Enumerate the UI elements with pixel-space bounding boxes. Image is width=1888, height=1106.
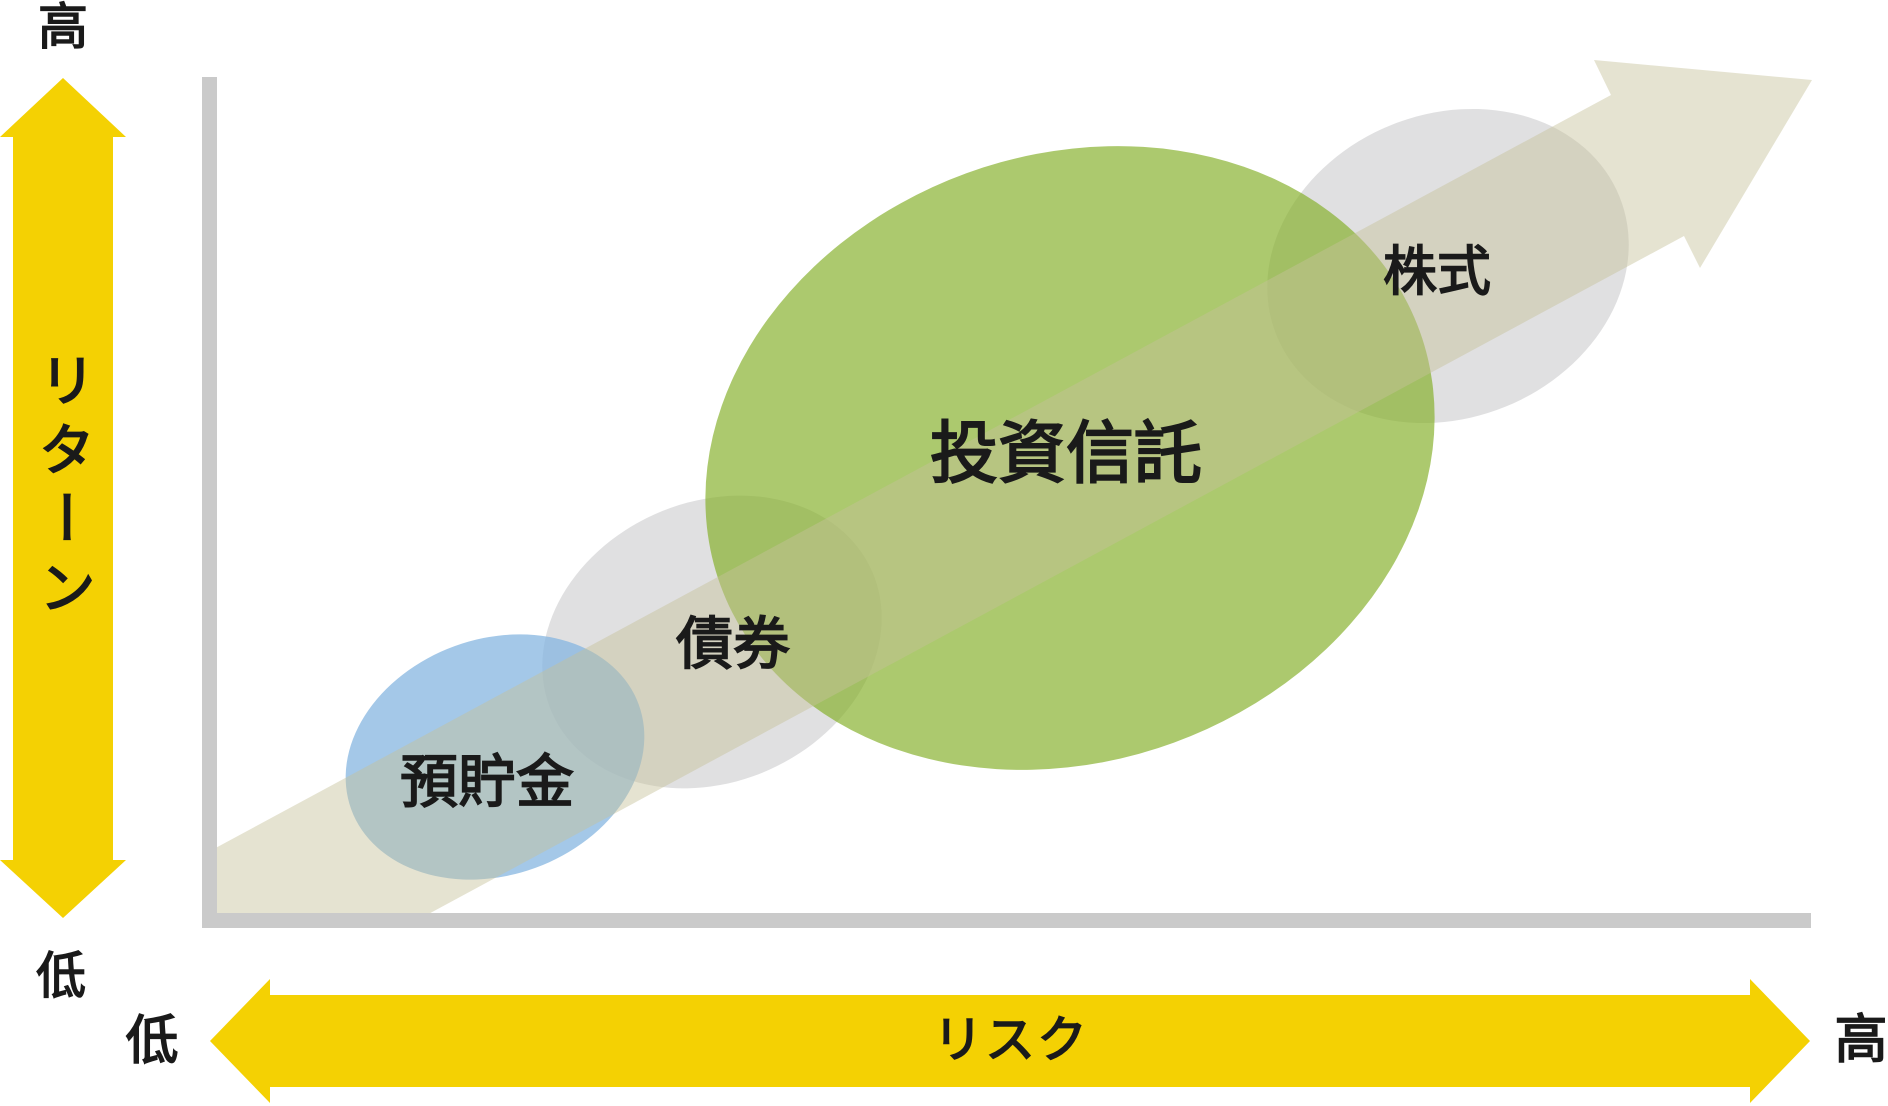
fund-ellipse bbox=[705, 146, 1435, 770]
x-axis-high-label: 高 bbox=[1834, 1009, 1888, 1071]
x-axis-title: リスク bbox=[933, 1011, 1089, 1069]
bond-label: 債券 bbox=[676, 611, 790, 678]
trend-arrow bbox=[210, 60, 1812, 913]
y-axis-high-label: 高 bbox=[38, 0, 88, 56]
deposit-label: 預貯金 bbox=[399, 748, 575, 816]
y-axis-line bbox=[202, 77, 217, 928]
x-axis-line bbox=[202, 913, 1811, 928]
fund-label: 投資信託 bbox=[929, 415, 1203, 494]
y-axis-title: リターン bbox=[29, 351, 96, 627]
stock-label: 株式 bbox=[1383, 240, 1491, 303]
risk-axis-arrow bbox=[210, 979, 1810, 1103]
deposit-ellipse bbox=[345, 634, 645, 880]
return-axis-arrow bbox=[0, 78, 126, 918]
y-axis-low-label: 低 bbox=[36, 947, 86, 1005]
x-axis-low-label: 低 bbox=[125, 1010, 179, 1072]
